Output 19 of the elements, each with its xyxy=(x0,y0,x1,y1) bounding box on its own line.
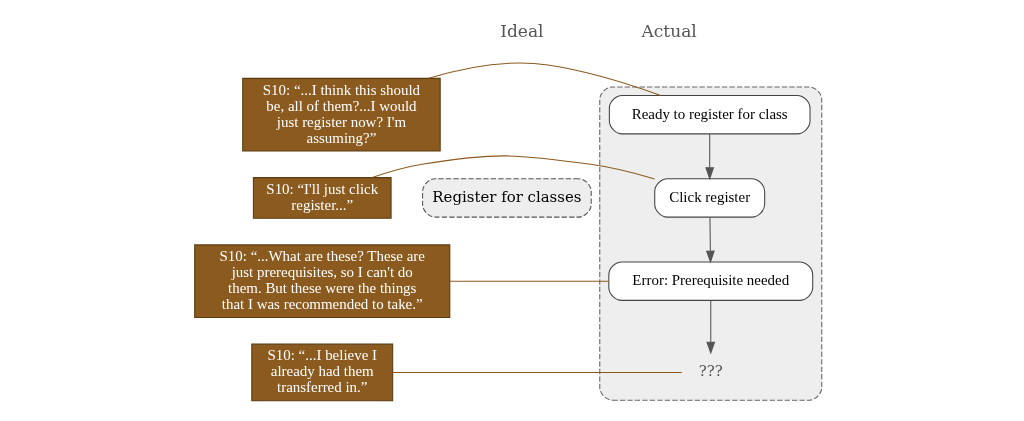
connector xyxy=(371,154,655,179)
connector xyxy=(449,280,609,282)
connector xyxy=(427,62,661,96)
label: Ideal xyxy=(499,20,544,41)
arrow xyxy=(705,299,715,355)
node-box: Error: Prerequisite needed xyxy=(607,260,813,301)
node-box: S10: “I'll just click register...” xyxy=(252,176,392,219)
node-box: Ready to register for class xyxy=(608,94,811,134)
node-box: S10: “...What are these? These are just prerequisites, so I can't do them. But these were the things that I was recommended to take.” xyxy=(193,243,450,318)
label: Actual xyxy=(640,20,697,41)
node-box: S10: “...I think this should be, all of them?...I would just register now? I'm assuming?” xyxy=(241,77,441,151)
arrow xyxy=(704,133,714,180)
cluster xyxy=(598,85,822,401)
connector xyxy=(391,371,682,373)
node-box: S10: “...I believe I already had them transferred in.” xyxy=(250,343,393,401)
node-box: Click register xyxy=(653,177,765,218)
node-text: ??? xyxy=(698,361,723,380)
arrow xyxy=(705,216,715,263)
node-box: Register for classes xyxy=(421,177,592,218)
